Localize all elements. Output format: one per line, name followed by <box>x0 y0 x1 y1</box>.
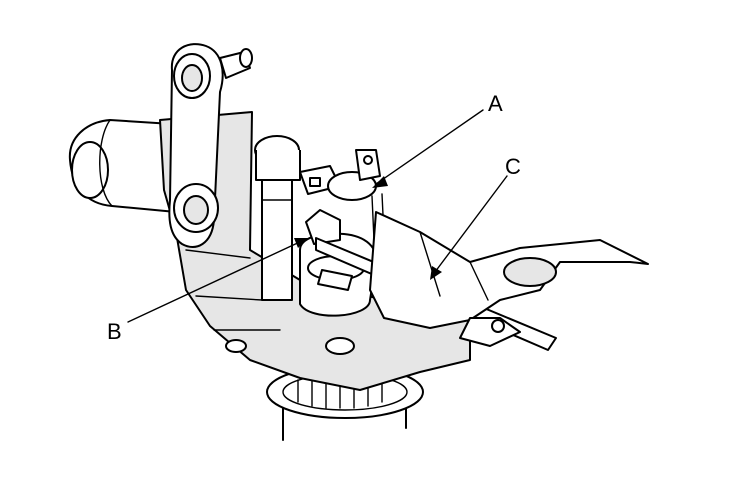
vertical-rod <box>254 135 301 301</box>
leader-line-b <box>127 239 305 323</box>
arrowhead-c <box>430 266 442 280</box>
right-bracket <box>369 211 649 347</box>
left-cylinder <box>68 119 177 213</box>
arrowhead-b <box>294 238 308 248</box>
callout-label-c: C <box>505 154 521 179</box>
callout-leaders <box>127 109 508 323</box>
arrowhead-a <box>372 176 388 188</box>
upper-arm <box>168 43 253 248</box>
leader-line-c <box>431 175 508 277</box>
sensor-fitting <box>299 149 385 241</box>
callout-label-b: B <box>107 319 122 344</box>
leader-line-a <box>375 109 484 185</box>
callout-label-a: A <box>488 91 503 116</box>
